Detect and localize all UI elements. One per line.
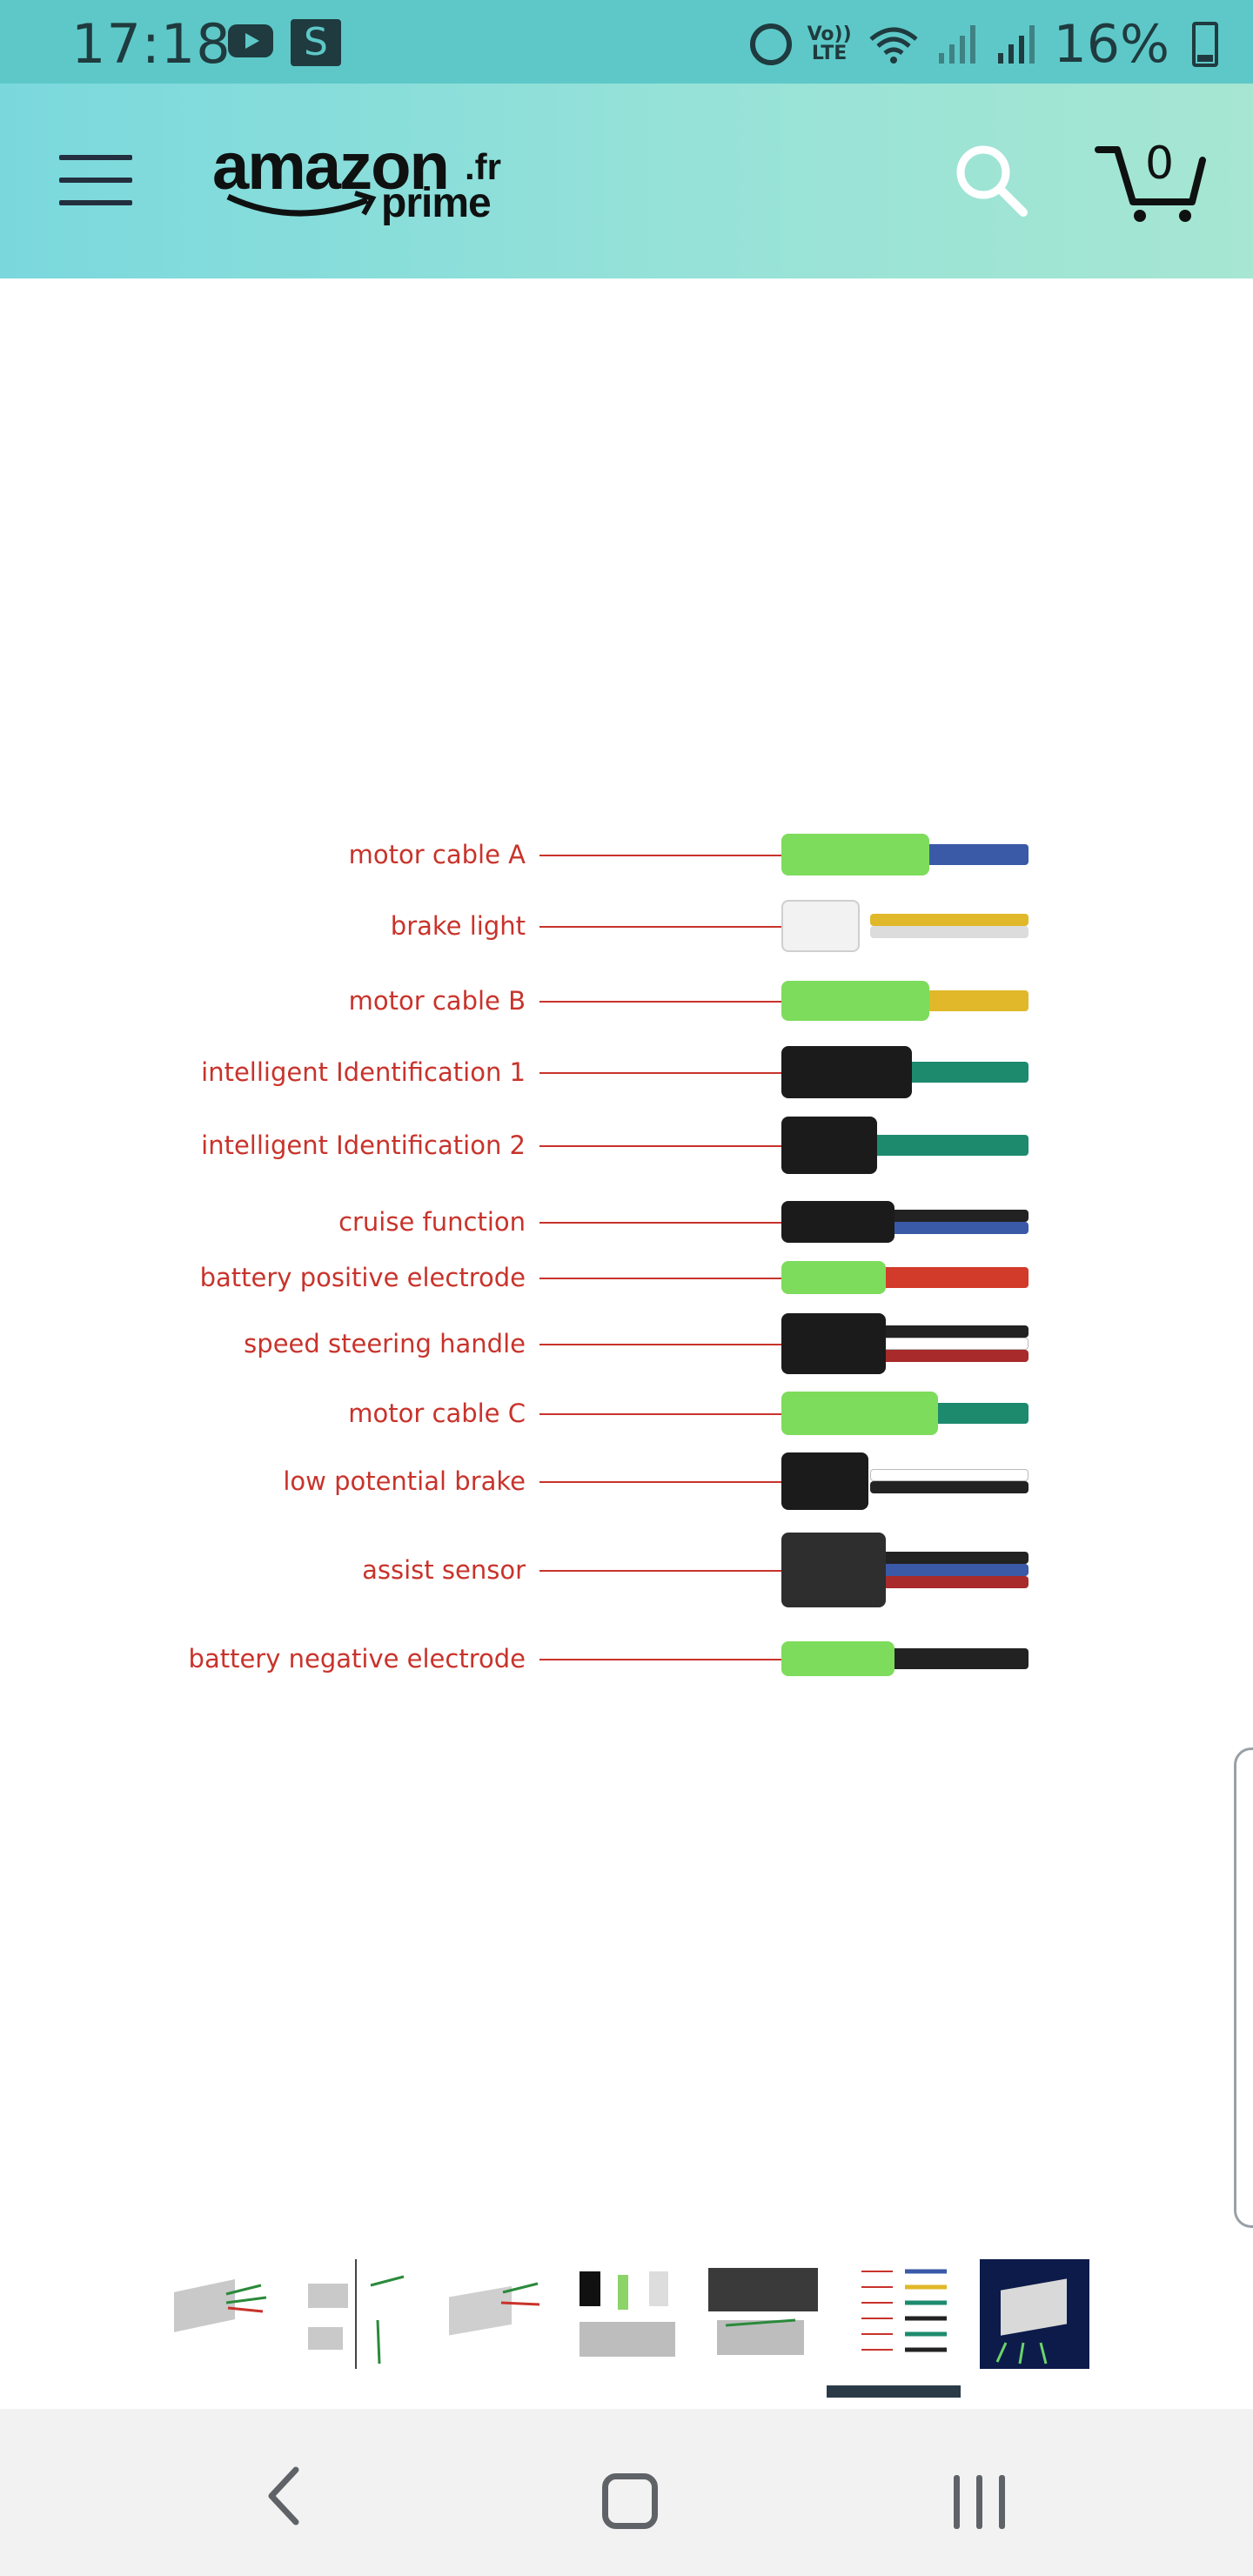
leader-line [539,1413,801,1415]
wire-connector [781,1533,886,1607]
wifi-icon [868,23,920,65]
wire-connector [781,1452,868,1510]
battery-icon [1192,22,1218,67]
wire-connector [781,900,860,952]
system-nav-bar [0,2409,1253,2576]
menu-line [59,200,132,205]
thumbnail-strip [165,2259,1089,2372]
wire-label: speed steering handle [244,1329,526,1358]
leader-line [539,1072,801,1074]
volte-bottom: LTE [811,43,848,64]
wire [870,1469,1029,1481]
wire-label: battery positive electrode [199,1263,526,1292]
recent-bar [976,2475,982,2529]
status-time: 17:18 [71,12,231,76]
leader-line [539,855,801,856]
cart-icon [1095,146,1206,222]
wire [870,926,1029,938]
smile-icon [226,191,377,217]
leader-line [539,1222,801,1224]
leader-line [539,926,801,928]
logo-prime: prime [381,180,492,226]
logo-suffix: .fr [465,146,501,187]
leader-line [539,1481,801,1483]
wire [870,1135,1029,1156]
status-indicators: Vo)) LTE [749,14,1218,75]
wire-label: low potential brake [283,1466,526,1496]
thumbnail-selected-indicator [827,2385,961,2398]
recent-apps-button[interactable] [954,2475,1009,2531]
s-app-icon: S [291,19,341,66]
wire [870,1325,1029,1338]
volte-icon: Vo)) LTE [807,25,852,64]
wire-label: cruise function [338,1207,526,1237]
thumbnail-3[interactable] [437,2259,546,2369]
leader-line [539,1659,801,1660]
youtube-icon [228,24,273,57]
menu-button[interactable] [59,155,132,207]
search-button[interactable] [952,141,1030,219]
cart-button[interactable]: 0 [1095,138,1208,225]
leader-line [539,1344,801,1345]
signal-icon-2 [995,23,1038,65]
thumbnail-2[interactable] [301,2259,411,2369]
battery-percent: 16% [1053,14,1169,75]
leader-line [539,1570,801,1572]
wire [870,1564,1029,1576]
product-image[interactable]: motor cable A brake light motor cable B int… [0,278,1253,2228]
wire [870,1350,1029,1362]
signal-icon [935,23,979,65]
wire [870,1648,1029,1669]
amazon-prime-logo[interactable]: amazon .fr prime [212,129,508,233]
alarm-icon [749,23,792,65]
wire-label: intelligent Identification 2 [201,1130,526,1160]
recent-bar [999,2475,1005,2529]
thumbnail-6[interactable] [844,2259,954,2369]
wire [870,914,1029,926]
wire [870,1481,1029,1493]
thumbnail-7[interactable] [980,2259,1089,2369]
wire [870,1267,1029,1288]
status-bar: 17:18 S Vo)) LTE [0,0,1253,84]
back-icon [268,2466,299,2526]
wire-connector [781,1046,912,1098]
menu-line [59,155,132,160]
volte-top: Vo)) [807,23,852,45]
search-icon [956,145,1028,217]
wire-label: battery negative electrode [188,1644,526,1674]
wire-connector [781,1261,886,1294]
menu-line [59,178,132,183]
wire-label: motor cable B [348,986,526,1016]
side-panel-handle[interactable] [1234,1748,1253,2228]
wire-connector [781,1313,886,1374]
home-button[interactable] [602,2473,658,2529]
wire-connector [781,1641,895,1676]
wire-label: brake light [390,911,526,941]
cart-count: 0 [1145,138,1175,190]
wire-connector [781,834,929,875]
wire-label: intelligent Identification 1 [201,1057,526,1087]
wire [870,1210,1029,1222]
recent-bar [954,2475,960,2529]
wire-connector [781,981,929,1021]
app-header: amazon .fr prime 0 [0,84,1253,278]
thumbnail-4[interactable] [573,2259,682,2369]
wire-connector [781,1392,938,1435]
wire-connector [781,1201,895,1243]
wire [870,1576,1029,1588]
wire-label: assist sensor [362,1555,526,1585]
wire [870,1338,1029,1350]
logo-main: amazon [212,130,450,204]
thumbnail-1[interactable] [165,2259,275,2369]
wire-label: motor cable A [348,840,526,869]
wire-connector [781,1117,877,1174]
leader-line [539,1001,801,1003]
wire-label: motor cable C [348,1399,526,1428]
wire [870,1222,1029,1234]
leader-line [539,1278,801,1279]
leader-line [539,1145,801,1147]
back-button[interactable] [258,2461,310,2531]
thumbnail-5[interactable] [708,2259,818,2369]
wire [870,1552,1029,1564]
